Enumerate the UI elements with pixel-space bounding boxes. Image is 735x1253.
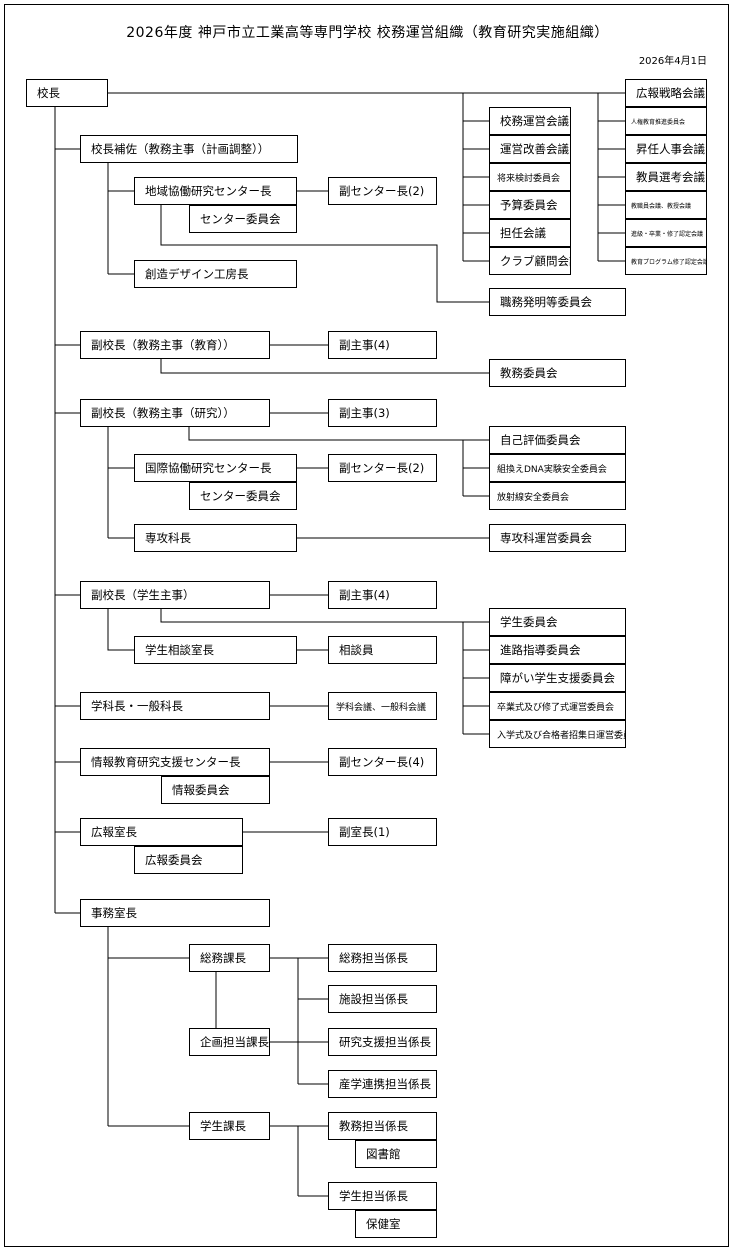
counseling-head-box: 学生相談室長	[134, 636, 297, 664]
date-label: 2026年4月1日	[638, 56, 707, 67]
advanced-course-committee-box: 専攻科運営委員会	[489, 524, 626, 552]
research-support-staff-box: 研究支援担当係長	[328, 1028, 437, 1056]
vp-education-box: 副校長（教務主事（教育））	[80, 331, 270, 359]
progression-council-box: 進級・卒業・修了認定会議	[625, 219, 707, 247]
self-evaluation-committee-box: 自己評価委員会	[489, 426, 626, 454]
invention-committee-box: 職務発明等委員会	[489, 288, 626, 316]
student-committee-box: 学生委員会	[489, 608, 626, 636]
facilities-staff-box: 施設担当係長	[328, 985, 437, 1013]
admission-committee-box: 入学式及び合格者招集日運営委員会	[489, 720, 626, 748]
budget-committee-box: 予算委員会	[489, 191, 571, 219]
student-affairs-staff-box: 学生担当係長	[328, 1182, 437, 1210]
principal-box: 校長	[26, 79, 108, 107]
vp-student-deputy-box: 副主事(4)	[328, 581, 437, 609]
general-affairs-staff-box: 総務担当係長	[328, 944, 437, 972]
career-committee-box: 進路指導委員会	[489, 636, 626, 664]
regional-committee-box: センター委員会	[189, 205, 297, 233]
vp-education-deputy-box: 副主事(4)	[328, 331, 437, 359]
admin-office-box: 事務室長	[80, 899, 270, 927]
school-management-council-box: 校務運営会議	[489, 107, 571, 135]
counselor-box: 相談員	[328, 636, 437, 664]
student-affairs-box: 学生課長	[189, 1112, 270, 1140]
vp-student-box: 副校長（学生主事）	[80, 581, 270, 609]
disability-support-committee-box: 障がい学生支援委員会	[489, 664, 626, 692]
info-center-box: 情報教育研究支援センター長	[80, 748, 270, 776]
club-advisors-council-box: クラブ顧問会議	[489, 247, 571, 275]
design-studio-box: 創造デザイン工房長	[134, 260, 297, 288]
department-meeting-box: 学科会議、一般科会議	[328, 692, 437, 720]
info-committee-box: 情報委員会	[161, 776, 270, 804]
regional-center-box: 地域協働研究センター長	[134, 177, 297, 205]
pr-office-box: 広報室長	[80, 818, 243, 846]
pr-deputy-box: 副室長(1)	[328, 818, 437, 846]
info-deputy-box: 副センター長(4)	[328, 748, 437, 776]
planning-box: 企画担当課長	[189, 1028, 270, 1056]
pr-strategy-council-box: 広報戦略会議	[625, 79, 707, 107]
advanced-course-box: 専攻科長	[134, 524, 297, 552]
industry-collab-staff-box: 産学連携担当係長	[328, 1070, 437, 1098]
assistant-principal-box: 校長補佐（教務主事（計画調整））	[80, 135, 298, 163]
library-box: 図書館	[355, 1140, 437, 1168]
human-rights-committee-box: 人権教育推進委員会	[625, 107, 707, 135]
graduation-committee-box: 卒業式及び修了式運営委員会	[489, 692, 626, 720]
curriculum-certification-council-box: 教育プログラム修了認定会議	[625, 247, 707, 275]
intl-center-box: 国際協働研究センター長	[134, 454, 297, 482]
dna-safety-committee-box: 組換えDNA実験安全委員会	[489, 454, 626, 482]
homeroom-council-box: 担任会議	[489, 219, 571, 247]
vp-research-box: 副校長（教務主事（研究））	[80, 399, 270, 427]
faculty-selection-council-box: 教員選考会議	[625, 163, 707, 191]
faculty-meeting-box: 教職員会議、教授会議	[625, 191, 707, 219]
future-planning-committee-box: 将来検討委員会	[489, 163, 571, 191]
promotion-council-box: 昇任人事会議	[625, 135, 707, 163]
academic-committee-box: 教務委員会	[489, 359, 626, 387]
regional-deputy-box: 副センター長(2)	[328, 177, 437, 205]
pr-committee-box: 広報委員会	[134, 846, 243, 874]
department-head-box: 学科長・一般科長	[80, 692, 270, 720]
intl-deputy-box: 副センター長(2)	[328, 454, 437, 482]
chart-frame	[4, 4, 729, 1247]
radiation-safety-committee-box: 放射線安全委員会	[489, 482, 626, 510]
health-room-box: 保健室	[355, 1210, 437, 1238]
improvement-council-box: 運営改善会議	[489, 135, 571, 163]
general-affairs-box: 総務課長	[189, 944, 270, 972]
academic-affairs-staff-box: 教務担当係長	[328, 1112, 437, 1140]
vp-research-deputy-box: 副主事(3)	[328, 399, 437, 427]
intl-committee-box: センター委員会	[189, 482, 297, 510]
page-title: 2026年度 神戸市立工業高等専門学校 校務運営組織（教育研究実施組織）	[126, 25, 609, 41]
